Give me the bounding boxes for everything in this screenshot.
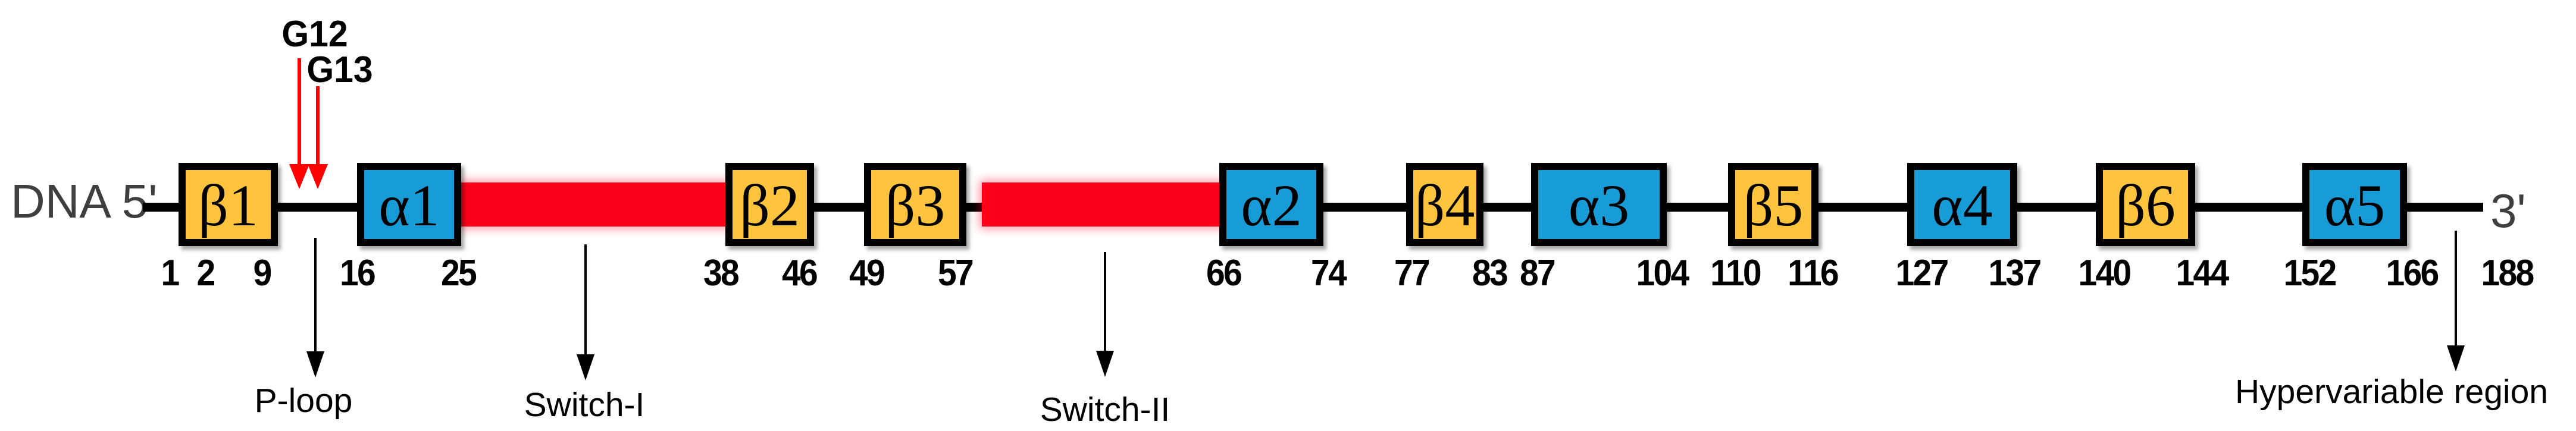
scale-number-38: 38 bbox=[703, 253, 740, 294]
scale-number-77: 77 bbox=[1394, 253, 1431, 294]
switch-i-label: Switch-I bbox=[524, 386, 645, 424]
hypervariable-region-label: Hypervariable region bbox=[2235, 373, 2548, 411]
segment-label: β5 bbox=[1743, 172, 1804, 238]
mutation-label-g12: G12 bbox=[281, 14, 348, 55]
scale-number-110: 110 bbox=[1710, 253, 1762, 294]
mutation-label-g13: G13 bbox=[306, 49, 373, 90]
p-loop-label: P-loop bbox=[254, 382, 353, 420]
scale-number-9: 9 bbox=[253, 253, 273, 294]
segment-box-a1: α1 bbox=[357, 163, 461, 246]
switch-ii-bar bbox=[982, 183, 1223, 226]
switch-ii-arrow-line bbox=[1104, 252, 1106, 351]
scale-number-144: 144 bbox=[2176, 253, 2230, 294]
scale-number-66: 66 bbox=[1206, 253, 1242, 294]
g13-arrow-head bbox=[308, 164, 328, 189]
switch-ii-label: Switch-II bbox=[1040, 391, 1170, 429]
scale-number-166: 166 bbox=[2386, 253, 2440, 294]
segment-label: α1 bbox=[378, 172, 440, 238]
scale-number-127: 127 bbox=[1895, 253, 1949, 294]
scale-number-137: 137 bbox=[1988, 253, 2042, 294]
segment-label: β2 bbox=[740, 172, 800, 238]
segment-box-a3: α3 bbox=[1531, 163, 1667, 246]
hypervariable-region-arrow-head bbox=[2447, 345, 2465, 372]
g12-arrow-head bbox=[289, 164, 309, 189]
scale-number-74: 74 bbox=[1311, 253, 1347, 294]
switch-i-arrow-head bbox=[577, 354, 594, 380]
segment-box-a4: α4 bbox=[1907, 163, 2017, 246]
segment-label: α5 bbox=[2324, 172, 2386, 238]
scale-number-188: 188 bbox=[2481, 253, 2535, 294]
segment-box-b4: β4 bbox=[1406, 163, 1483, 246]
scale-number-46: 46 bbox=[782, 253, 818, 294]
switch-i-arrow-line bbox=[584, 244, 587, 354]
scale-number-152: 152 bbox=[2283, 253, 2337, 294]
switch-ii-arrow-head bbox=[1096, 351, 1114, 377]
segment-label: β3 bbox=[885, 172, 946, 238]
segment-label: β1 bbox=[198, 172, 258, 238]
scale-number-25: 25 bbox=[441, 253, 477, 294]
scale-number-1: 1 bbox=[161, 253, 180, 294]
segment-label: β4 bbox=[1414, 172, 1475, 238]
scale-number-49: 49 bbox=[849, 253, 885, 294]
scale-number-57: 57 bbox=[938, 253, 974, 294]
switch-i-bar bbox=[458, 183, 729, 226]
segment-box-b3: β3 bbox=[864, 163, 966, 246]
segment-label: β6 bbox=[2115, 172, 2176, 238]
scale-number-87: 87 bbox=[1520, 253, 1556, 294]
segment-label: α4 bbox=[1932, 172, 1993, 238]
segment-box-a2: α2 bbox=[1219, 163, 1323, 246]
dna-5-prime-label: DNA 5' bbox=[11, 175, 158, 228]
hypervariable-region-arrow-line bbox=[2455, 231, 2457, 345]
scale-number-16: 16 bbox=[340, 253, 376, 294]
three-prime-label: 3' bbox=[2490, 184, 2526, 237]
segment-box-a5: α5 bbox=[2302, 163, 2407, 246]
segment-box-b1: β1 bbox=[179, 163, 278, 246]
scale-number-2: 2 bbox=[196, 253, 216, 294]
segment-label: α3 bbox=[1568, 172, 1630, 238]
segment-label: α2 bbox=[1241, 172, 1302, 238]
g13-arrow-line bbox=[316, 86, 320, 164]
segment-box-b6: β6 bbox=[2096, 163, 2195, 246]
p-loop-arrow-head bbox=[306, 351, 324, 377]
scale-number-83: 83 bbox=[1472, 253, 1508, 294]
scale-number-104: 104 bbox=[1636, 253, 1690, 294]
scale-number-116: 116 bbox=[1788, 253, 1839, 294]
segment-box-b2: β2 bbox=[725, 163, 814, 246]
g12-arrow-line bbox=[298, 58, 301, 164]
segment-box-b5: β5 bbox=[1728, 163, 1818, 246]
scale-number-140: 140 bbox=[2078, 253, 2132, 294]
p-loop-arrow-line bbox=[314, 238, 317, 351]
